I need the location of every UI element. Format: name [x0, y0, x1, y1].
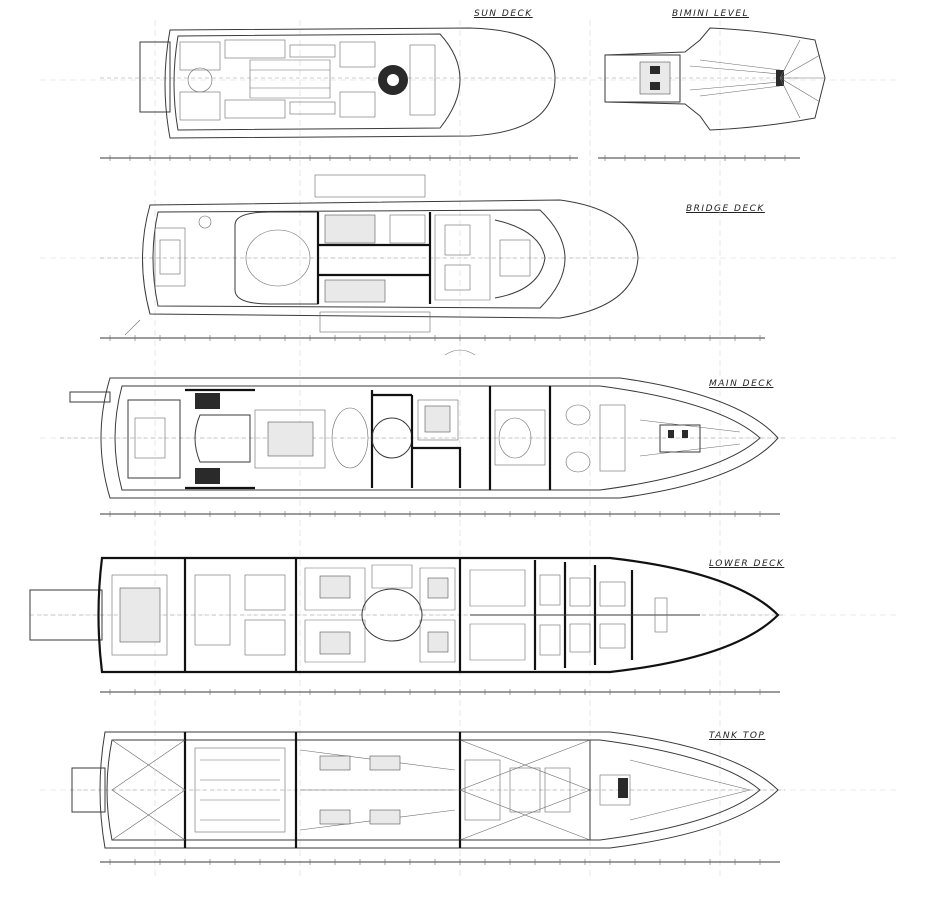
- main-deck-plan: [60, 377, 785, 499]
- tank-top-scale: [100, 859, 780, 865]
- lower-deck-label: LOWER DECK: [709, 559, 785, 569]
- sun-deck-scale: [100, 155, 578, 161]
- main-deck-label: MAIN DECK: [709, 379, 774, 389]
- bimini-level-plan: [598, 27, 826, 131]
- lower-deck-scale: [100, 689, 780, 695]
- bridge-deck-scale: [100, 335, 765, 356]
- tank-top-plan: [70, 731, 785, 849]
- lower-deck-plan: [29, 556, 785, 674]
- bridge-deck-label: BRIDGE DECK: [686, 204, 765, 214]
- bridge-deck-plan: [100, 174, 640, 336]
- main-deck-scale: [100, 511, 780, 517]
- sun-deck-label: SUN DECK: [474, 9, 533, 19]
- tank-top-label: TANK TOP: [709, 731, 766, 741]
- sun-deck-plan: [100, 27, 590, 139]
- bimini-level-label: BIMINI LEVEL: [672, 9, 750, 19]
- bimini-scale: [598, 155, 800, 161]
